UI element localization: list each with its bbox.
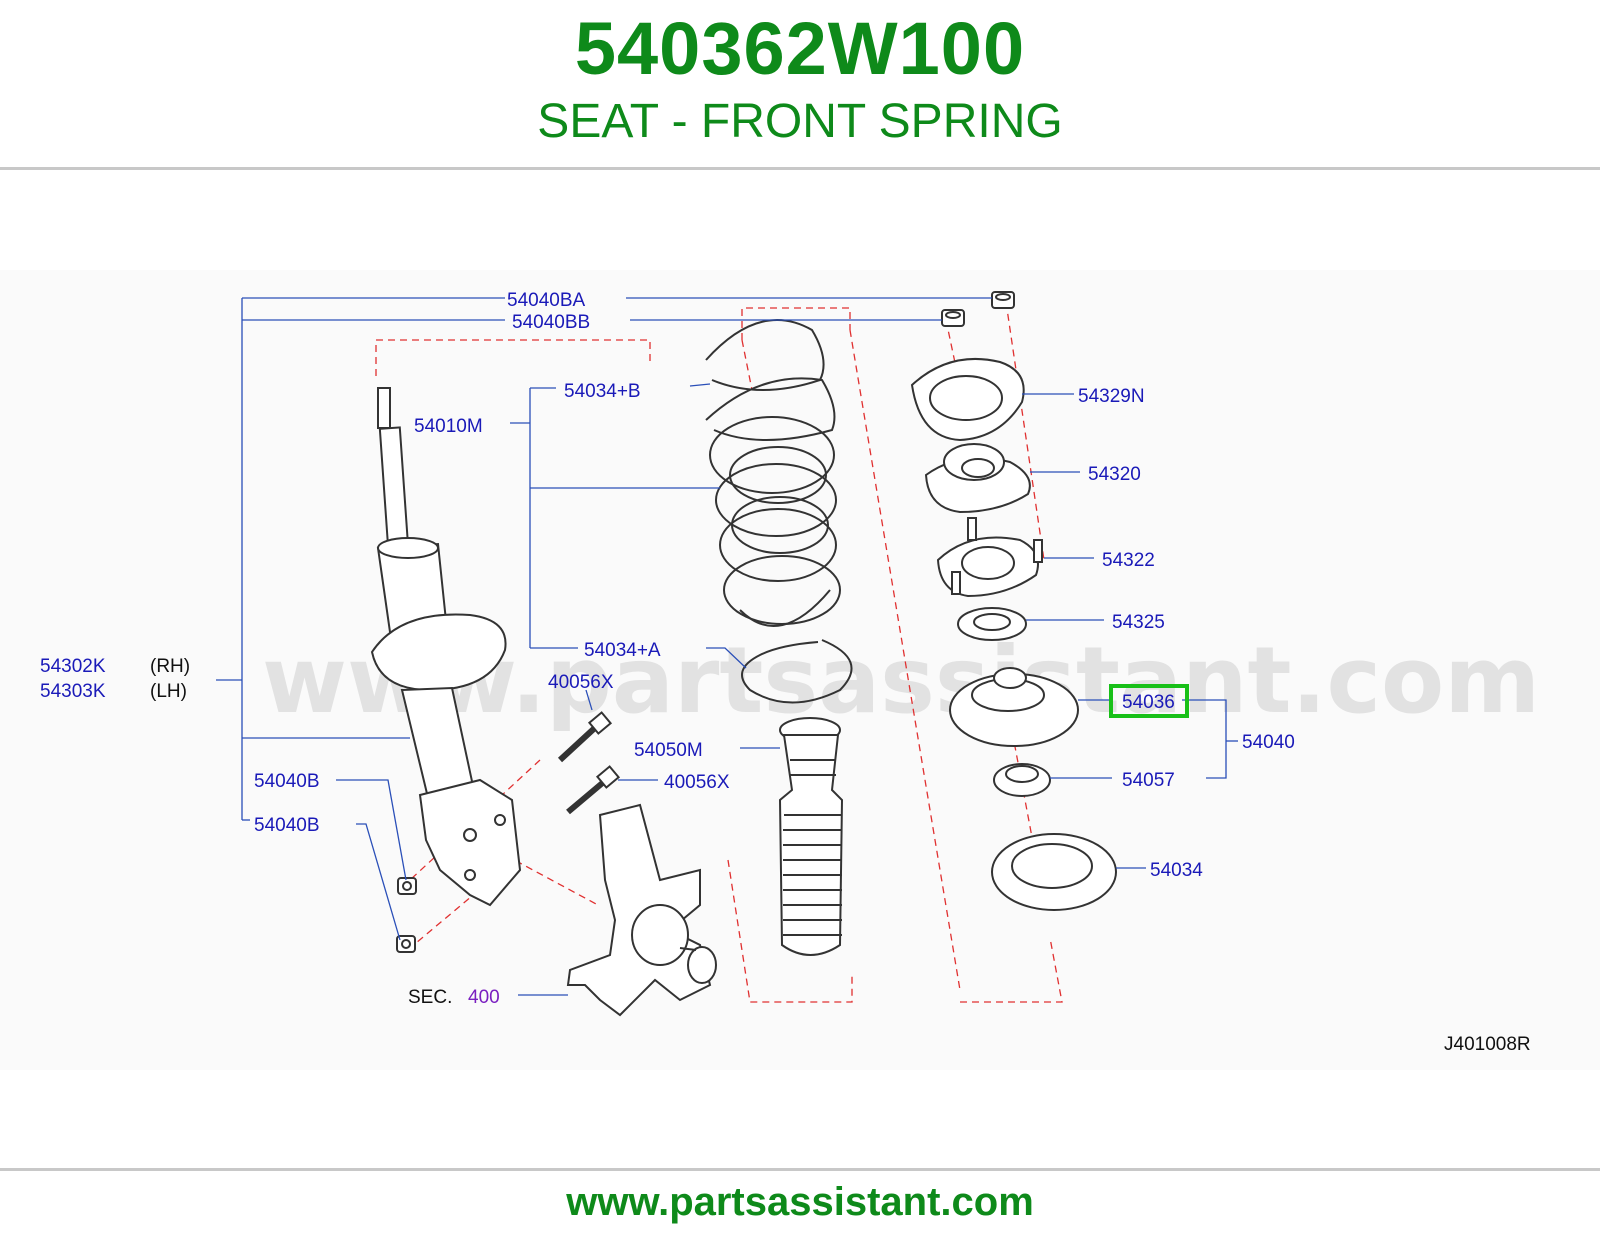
strut-body-cap <box>377 537 439 559</box>
dust-boot-drawing <box>778 717 844 956</box>
spring-lower-seat <box>370 613 507 692</box>
label-54325[interactable]: 54325 <box>1112 612 1165 633</box>
nut-54040ba-drawing <box>991 291 1015 309</box>
label-54034a[interactable]: 54034+A <box>584 640 661 661</box>
mount-dash-bottom <box>960 937 1063 1003</box>
spring-insulator-drawing <box>741 639 853 704</box>
steering-knuckle-drawing <box>566 803 717 1017</box>
label-54329n[interactable]: 54329N <box>1078 386 1145 407</box>
leader-lines <box>216 297 1238 996</box>
label-54040bb[interactable]: 54040BB <box>512 312 590 333</box>
bolt-dash-2 <box>409 859 516 949</box>
strut-mount-54320-drawing <box>924 443 1031 514</box>
label-54036-highlighted[interactable]: 54036 <box>1122 692 1175 713</box>
bracket-hole-1 <box>463 828 477 842</box>
label-54303k[interactable]: 54303K <box>40 681 106 702</box>
boot-dash-bottom <box>727 859 853 1003</box>
knuckle-dash <box>504 854 599 906</box>
nut-54040bb-drawing <box>941 309 965 327</box>
label-54010m[interactable]: 54010M <box>414 416 483 437</box>
spring-dash-left-top <box>741 339 753 391</box>
label-54050m[interactable]: 54050M <box>634 740 703 761</box>
label-54302k[interactable]: 54302K <box>40 656 106 677</box>
label-54040b-lower[interactable]: 54040B <box>254 815 320 836</box>
diagram-ref-code: J401008R <box>1444 1034 1531 1055</box>
label-54320[interactable]: 54320 <box>1088 464 1141 485</box>
nut-54040b-lower-drawing <box>396 935 416 953</box>
label-54034b[interactable]: 54034+B <box>564 381 641 402</box>
nut-54040b-upper-drawing <box>397 877 417 895</box>
footer-divider <box>0 1168 1600 1171</box>
washer-54325-hole <box>973 613 1011 631</box>
bracket-hole-3 <box>464 869 476 881</box>
part-number-title: 540362W100 <box>574 7 1026 90</box>
bolt-lower-drawing <box>566 765 621 815</box>
bracket-hole-2 <box>494 814 506 826</box>
strut-dash-boundary <box>375 339 651 376</box>
label-54040ba[interactable]: 54040BA <box>507 290 586 311</box>
strut-piston-rod <box>378 426 410 550</box>
bolt-upper-drawing <box>557 711 613 763</box>
header-divider <box>0 167 1600 170</box>
strut-rod-tip <box>377 387 391 429</box>
label-sec: SEC. <box>408 987 452 1008</box>
page-header: 540362W100 SEAT - FRONT SPRING <box>0 0 1600 170</box>
spring-seat-54036-drawing <box>949 667 1079 747</box>
label-40056x-lower[interactable]: 40056X <box>664 772 730 793</box>
strut-knuckle-bracket <box>418 778 522 907</box>
label-sec-400-link[interactable]: 400 <box>468 987 500 1008</box>
mount-plate-hole <box>929 375 1003 421</box>
label-54034[interactable]: 54034 <box>1150 860 1203 881</box>
rubber-seat-54034-drawing <box>991 833 1117 911</box>
bearing-54057-drawing <box>993 763 1051 797</box>
spring-dash-top <box>741 307 851 340</box>
label-lh: (LH) <box>150 681 187 702</box>
label-54322[interactable]: 54322 <box>1102 550 1155 571</box>
spring-dash-right <box>849 329 961 991</box>
washer-54325-drawing <box>957 607 1027 641</box>
footer-site-link[interactable]: www.partsassistant.com <box>566 1180 1034 1224</box>
mount-dash-axis-2 <box>1005 301 1045 561</box>
label-54040b-upper[interactable]: 54040B <box>254 771 320 792</box>
strut-assembly-drawing <box>370 387 522 907</box>
label-rh: (RH) <box>150 656 190 677</box>
mount-plate-54322-drawing <box>936 517 1043 598</box>
label-54040[interactable]: 54040 <box>1242 732 1295 753</box>
label-54057[interactable]: 54057 <box>1122 770 1175 791</box>
part-description: SEAT - FRONT SPRING <box>537 95 1063 148</box>
mount-plate-54329n-drawing <box>910 358 1025 442</box>
coil-spring-drawing <box>705 319 841 627</box>
label-40056x-upper[interactable]: 40056X <box>548 672 614 693</box>
highlight-box-54036 <box>1109 684 1189 718</box>
